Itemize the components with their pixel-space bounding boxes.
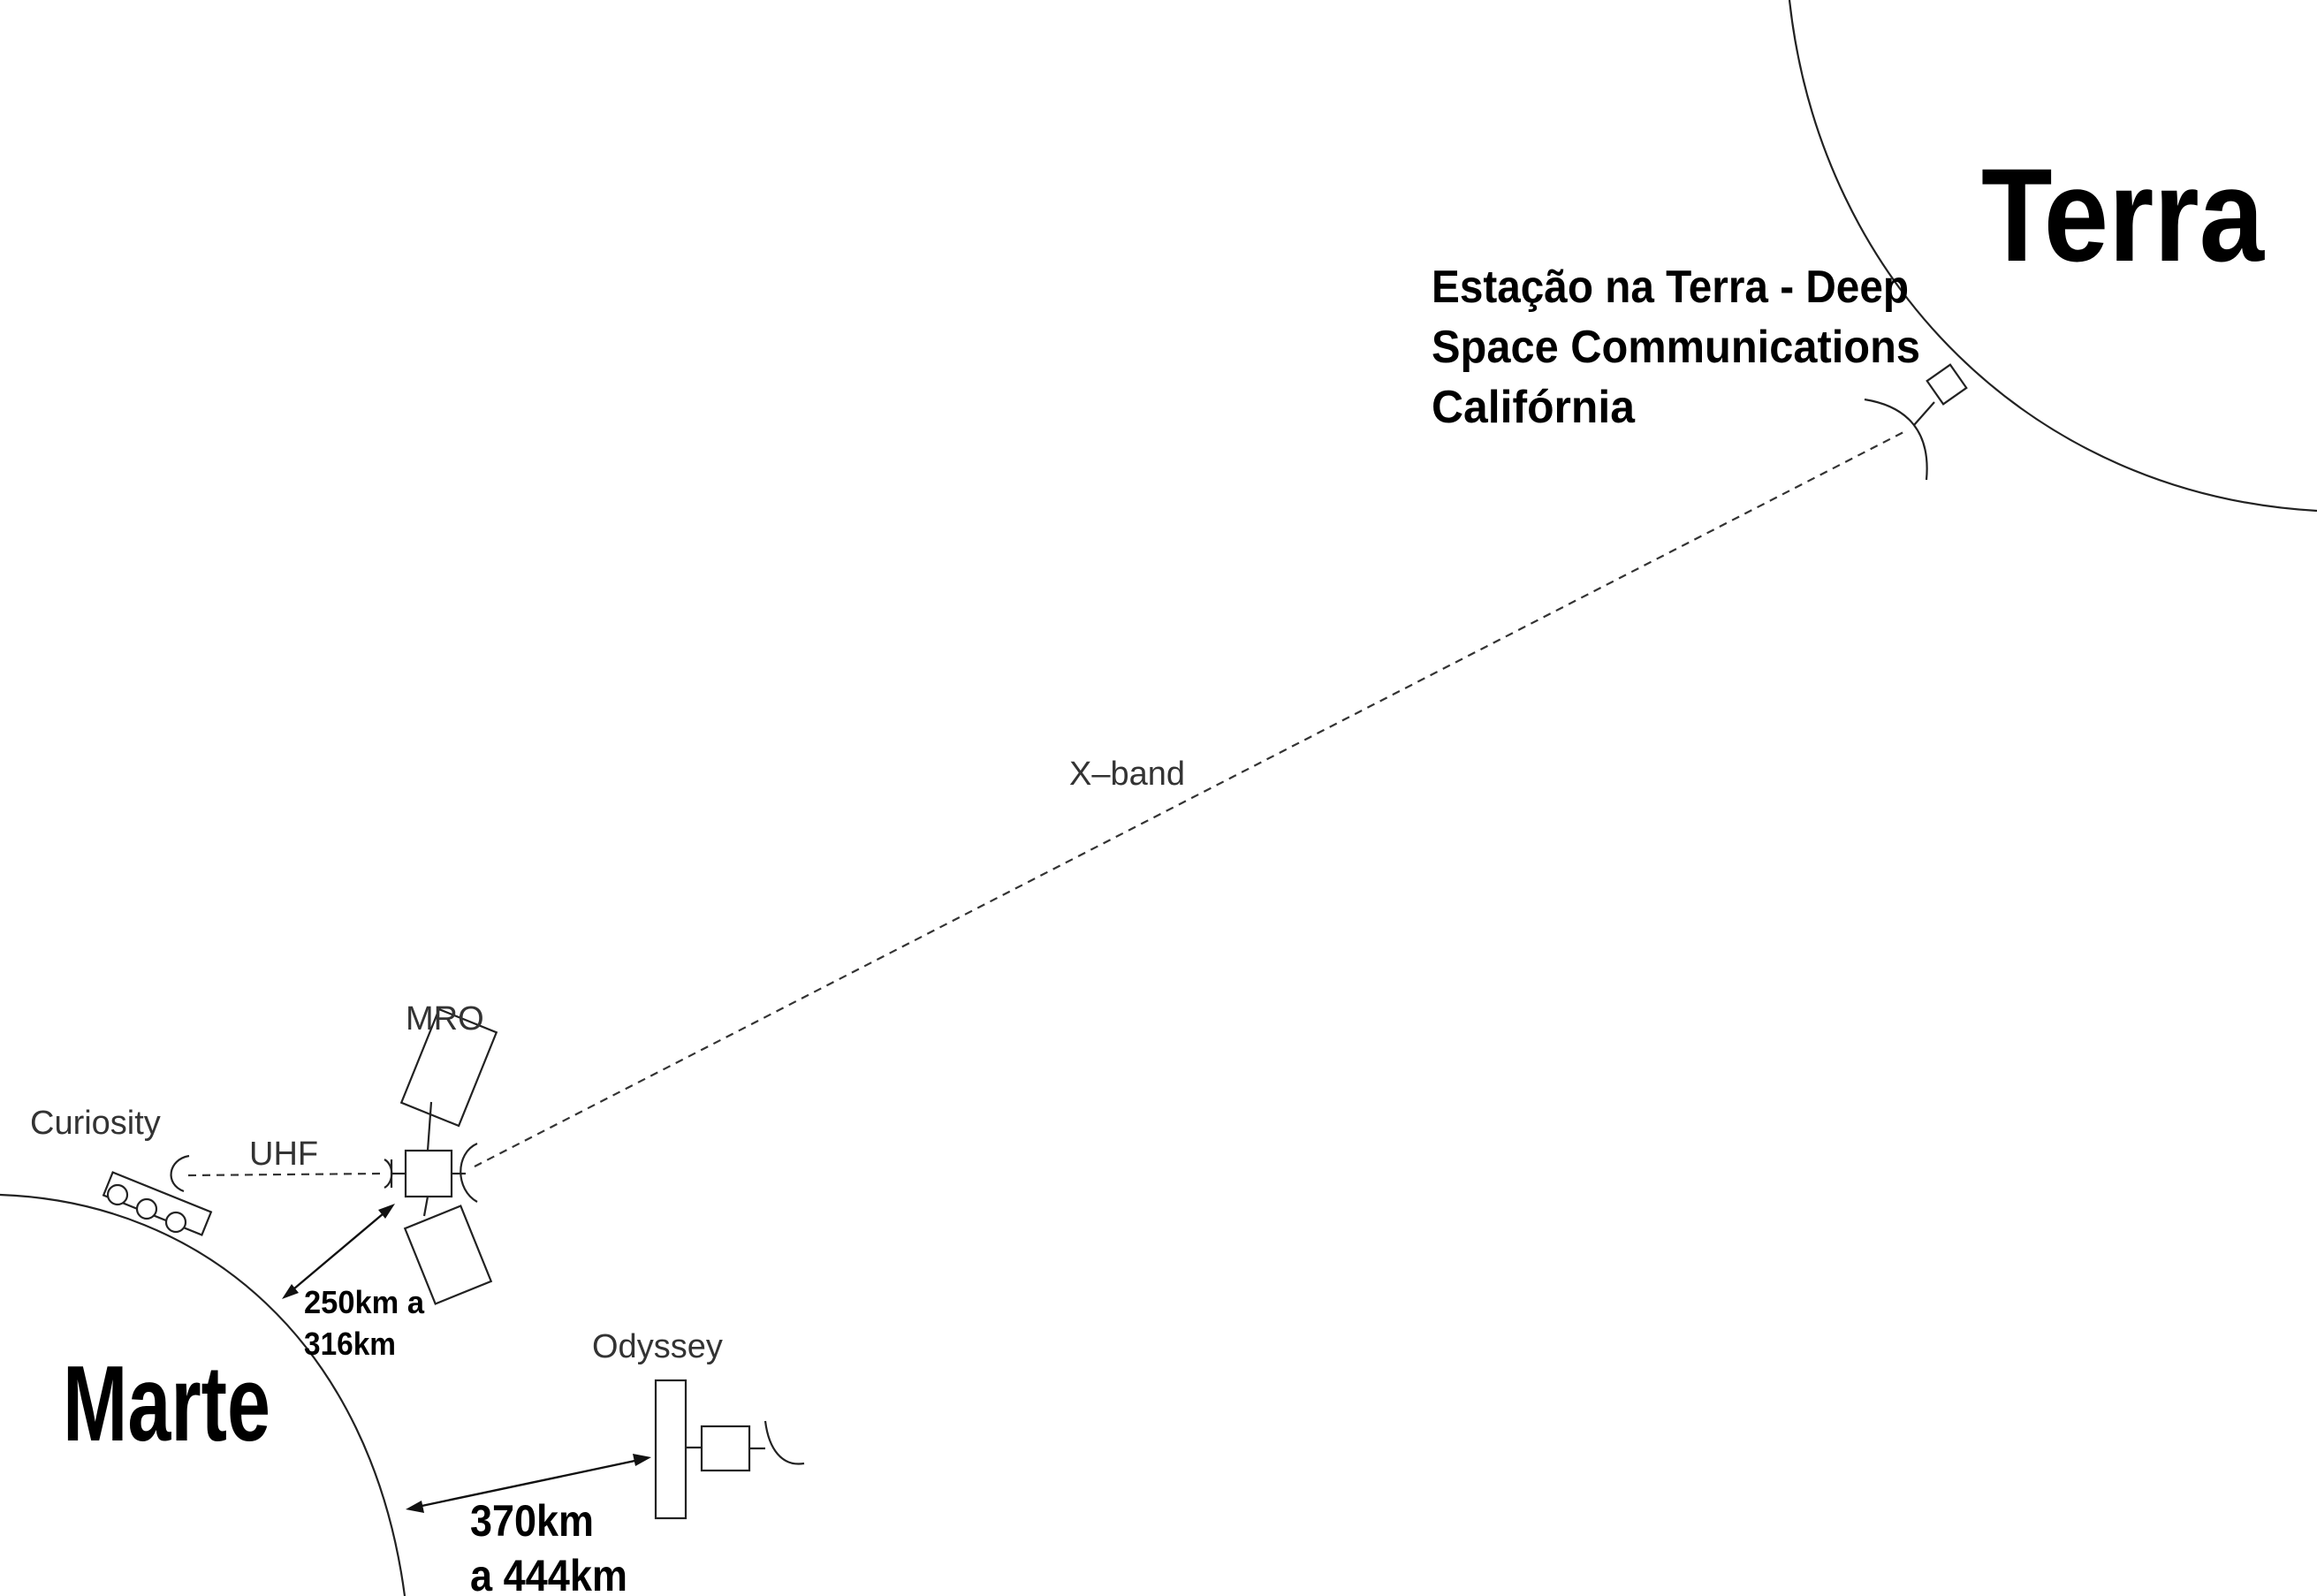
mro-altitude-label-line-2: 316km [304, 1326, 396, 1362]
odyssey-altitude-label-line-1: 370km [470, 1496, 594, 1546]
curiosity-label: Curiosity [30, 1105, 161, 1142]
odyssey-altitude-arrow [406, 1454, 651, 1513]
ground-station-label-line-2: Space Communications [1432, 322, 1920, 373]
odyssey-label: Odyssey [592, 1328, 723, 1365]
xband-link [474, 429, 1908, 1167]
mro-satellite-icon [384, 1007, 498, 1305]
earth-outline [1788, 0, 2317, 513]
mars-outline [0, 1193, 406, 1596]
odyssey-altitude-label-line-2: a 444km [470, 1551, 627, 1596]
uhf-link [187, 1172, 383, 1177]
xband-label: X–band [1069, 756, 1185, 793]
ground-station-label-line-1: Estação na Terra - Deep [1432, 262, 1909, 313]
ground-station-icon [1864, 363, 1968, 481]
odyssey-satellite-icon [654, 1379, 805, 1520]
mars-label: Marte [63, 1343, 270, 1463]
curiosity-rover-icon [102, 1154, 213, 1236]
ground-station-label-line-3: Califórnia [1432, 382, 1636, 433]
mro-label: MRO [406, 1000, 484, 1037]
mro-altitude-label-line-1: 250km a [304, 1284, 425, 1320]
uhf-label: UHF [249, 1136, 318, 1173]
mro-altitude-arrow [282, 1204, 395, 1299]
earth-label: Terra [1981, 141, 2265, 289]
